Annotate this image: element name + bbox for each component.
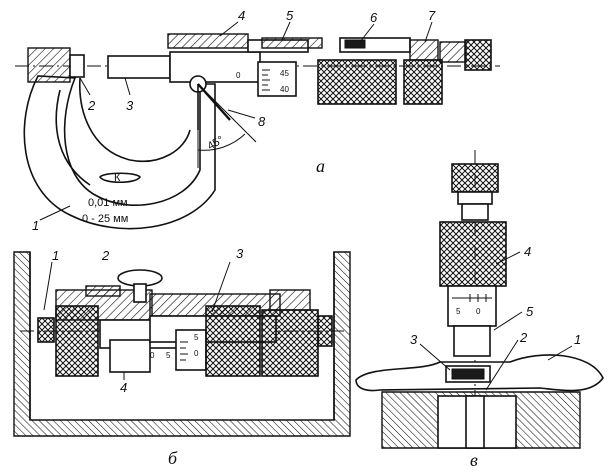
subfig-a-label: а [316,156,325,176]
scale-5-c: 5 [456,307,461,316]
thimble-0-b: 0 [194,349,199,358]
callout-a-8: 8 [258,114,266,129]
spec-resolution: 0,01 мм [88,197,128,209]
scale-0-c: 0 [476,307,481,316]
scale-40-a: 40 [280,85,289,94]
callout-a-6: 6 [370,10,378,25]
callout-c-3: 3 [410,332,418,347]
callout-a-1: 1 [32,218,39,233]
callout-b-3: 3 [236,246,244,261]
spec-range: 0 - 25 мм [82,213,128,225]
callout-c-5: 5 [526,304,534,319]
callout-c-4: 4 [524,244,531,259]
callout-a-4: 4 [238,8,245,23]
thimble-5-b: 5 [194,333,199,342]
sleeve-0-a: 0 [236,71,241,80]
callout-c-2: 2 [519,330,528,345]
callout-b-2: 2 [101,248,110,263]
callout-a-2: 2 [87,98,96,113]
callout-a-5: 5 [286,8,294,23]
figure-a: 45 40 0 45° К 0,01 мм 0 - 25 мм 1 2 3 4 … [15,8,500,233]
scale-0-b: 0 [150,351,155,360]
thimble-c [439,221,507,287]
callout-c-1: 1 [574,332,581,347]
scale-5-b: 5 [166,351,171,360]
spindle-b [109,339,151,373]
callout-a-7: 7 [428,8,436,23]
subfig-b-label: б [168,448,178,468]
spindle [107,55,171,79]
callout-a-3: 3 [126,98,134,113]
subfig-c-label: в [470,450,478,470]
scale-45-a: 45 [280,69,289,78]
callout-b-4: 4 [120,380,127,395]
anvil [27,47,71,83]
callout-b-1: 1 [52,248,59,263]
figure-c: 5 0 4 5 2 1 3 в [355,150,604,470]
figure-b: 0 5 0 5 1 2 3 4 б [13,246,351,468]
thimble [317,59,397,105]
mark-k: К [114,172,121,184]
